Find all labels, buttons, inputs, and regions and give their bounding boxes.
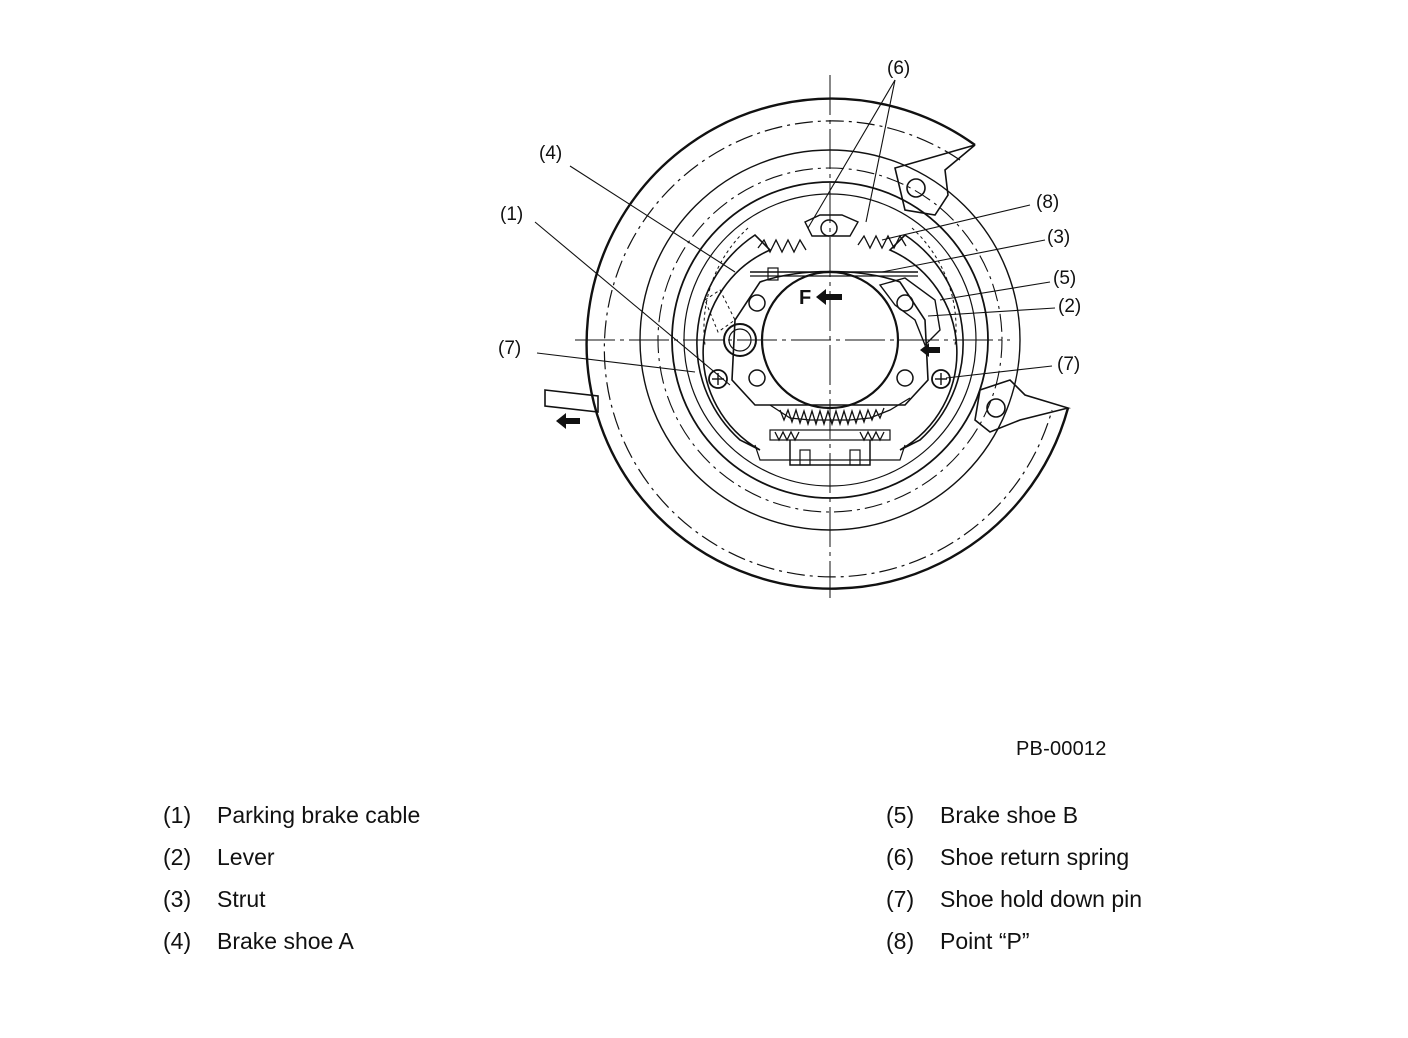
- legend-label: Shoe hold down pin: [940, 886, 1143, 912]
- legend-label: Brake shoe B: [940, 802, 1079, 828]
- direction-arrows: [556, 289, 940, 429]
- legend-item: (7) Shoe hold down pin: [886, 884, 1142, 926]
- legend-number: (8): [886, 928, 915, 954]
- legend-item: (6) Shoe return spring: [886, 842, 1142, 884]
- shoe-return-spring: [757, 214, 907, 254]
- leader-lines: [534, 79, 1056, 386]
- legend-left: (1) Parking brake cable (2) Lever (3) St…: [163, 800, 420, 968]
- callout-5: (5): [1053, 268, 1076, 289]
- legend-number: (4): [163, 928, 192, 954]
- legend-number: (5): [886, 802, 915, 828]
- parking-brake-cable: [544, 389, 599, 413]
- figure-id: PB-00012: [1016, 738, 1107, 760]
- forward-direction-label: F: [799, 287, 811, 309]
- legend-right: (5) Brake shoe B (6) Shoe return spring …: [886, 800, 1142, 968]
- legend-label: Lever: [217, 844, 275, 870]
- backing-plate: [585, 97, 1072, 590]
- callout-8: (8): [1036, 192, 1059, 213]
- legend-label: Brake shoe A: [217, 928, 354, 954]
- legend-label: Parking brake cable: [217, 802, 421, 828]
- legend-item: (3) Strut: [163, 884, 420, 926]
- callout-2: (2): [1058, 296, 1081, 317]
- brake-shoes: [696, 227, 964, 451]
- callout-7-left: (7): [498, 338, 521, 359]
- callout-1: (1): [500, 204, 523, 225]
- legend-item: (2) Lever: [163, 842, 420, 884]
- callout-4: (4): [539, 143, 562, 164]
- callout-6: (6): [887, 58, 910, 79]
- lever: [878, 277, 941, 347]
- strut: [750, 267, 918, 281]
- legend-number: (1): [163, 802, 192, 828]
- legend-item: (5) Brake shoe B: [886, 800, 1142, 842]
- callout-3: (3): [1047, 227, 1070, 248]
- legend-label: Shoe return spring: [940, 844, 1130, 870]
- lever-arrow-icon: [920, 343, 940, 357]
- legend-item: (8) Point “P”: [886, 926, 1142, 968]
- brake-assembly-diagram: F (6) (4) (1) (8) (3) (5) (2) (7) (7): [498, 58, 1081, 598]
- legend-item: (4) Brake shoe A: [163, 926, 420, 968]
- cable-arrow-icon: [556, 413, 580, 429]
- callout-7-right: (7): [1057, 354, 1080, 375]
- centre-lines: [575, 75, 1010, 598]
- forward-arrow-icon: [816, 289, 842, 305]
- legend-label: Strut: [217, 886, 266, 912]
- legend-label: Point “P”: [940, 928, 1030, 954]
- legend-item: (1) Parking brake cable: [163, 800, 420, 842]
- adjuster-spring: [754, 397, 911, 466]
- legend-number: (3): [163, 886, 192, 912]
- legend-number: (7): [886, 886, 915, 912]
- legend-number: (6): [886, 844, 915, 870]
- legend-number: (2): [163, 844, 192, 870]
